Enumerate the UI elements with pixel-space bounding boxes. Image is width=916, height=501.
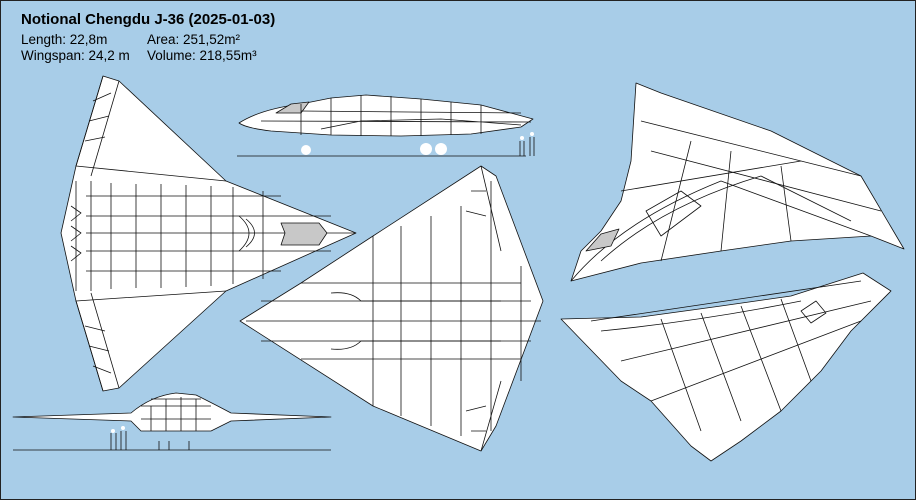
drawing-title: Notional Chengdu J-36 (2025-01-03) xyxy=(21,11,276,28)
bottom-view xyxy=(239,165,544,452)
perspective-bottom xyxy=(560,272,892,462)
top-view xyxy=(60,75,357,392)
spec-area: Area: 251,52m² xyxy=(147,32,241,47)
spec-length: Length: 22,8m xyxy=(21,32,108,47)
front-view xyxy=(12,392,332,451)
spec-wingspan: Wingspan: 24,2 m xyxy=(21,48,130,63)
spec-block: Length: 22,8m Area: 251,52m² Wingspan: 2… xyxy=(21,32,257,64)
side-view xyxy=(237,94,535,157)
perspective-top xyxy=(570,82,905,282)
spec-volume: Volume: 218,55m³ xyxy=(147,48,257,63)
